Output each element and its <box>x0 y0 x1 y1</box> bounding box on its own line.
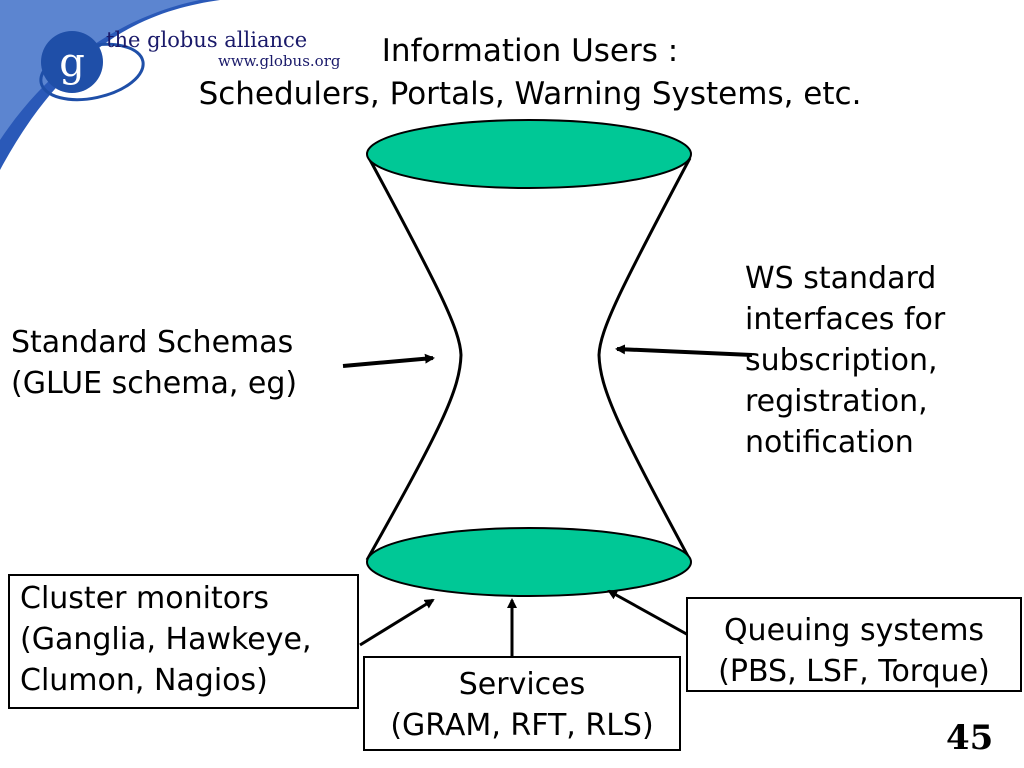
title-line-2: Schedulers, Portals, Warning Systems, et… <box>198 76 862 112</box>
arrow-cluster-monitors <box>359 598 435 647</box>
ws-interfaces-label: WS standard interfaces for subscription,… <box>745 258 945 463</box>
services-line-1: Services <box>458 667 586 702</box>
services-box: Services (GRAM, RFT, RLS) <box>363 656 681 751</box>
queuing-systems-box: Queuing systems (PBS, LSF, Torque) <box>686 597 1022 692</box>
standard-schemas-line-2: (GLUE schema, eg) <box>11 366 298 401</box>
logo-url: www.globus.org <box>218 52 341 70</box>
logo-glyph: g <box>59 40 85 86</box>
hourglass-left-side <box>365 157 463 561</box>
hourglass-bottom-ellipse <box>366 527 692 597</box>
standard-schemas-label: Standard Schemas (GLUE schema, eg) <box>11 322 297 404</box>
cluster-monitors-line-3: Clumon, Nagios) <box>20 663 268 698</box>
arrow-ws-interfaces <box>615 344 753 357</box>
hourglass-right-side <box>597 157 692 561</box>
arrow-queuing-systems <box>607 589 693 639</box>
ws-interfaces-line-1: WS standard <box>745 261 937 296</box>
globus-logo-icon: g <box>39 31 145 102</box>
standard-schemas-line-1: Standard Schemas <box>11 325 294 360</box>
ws-interfaces-line-3: subscription, <box>745 343 938 378</box>
queuing-systems-line-2: (PBS, LSF, Torque) <box>718 654 990 689</box>
arrow-schemas <box>342 353 435 368</box>
cluster-monitors-line-2: (Ganglia, Hawkeye, <box>20 622 312 657</box>
cluster-monitors-box: Cluster monitors (Ganglia, Hawkeye, Clum… <box>8 574 359 709</box>
page-number: 45 <box>946 718 994 758</box>
queuing-systems-line-1: Queuing systems <box>723 613 985 648</box>
ws-interfaces-line-2: interfaces for <box>745 302 946 337</box>
cluster-monitors-line-1: Cluster monitors <box>20 581 270 616</box>
ws-interfaces-line-5: notification <box>745 425 914 460</box>
hourglass-top-ellipse <box>366 119 692 189</box>
logo-swoosh-light <box>0 0 200 140</box>
ws-interfaces-line-4: registration, <box>745 384 928 419</box>
title-line-1: Information Users : <box>381 33 679 69</box>
logo-name: the globus alliance <box>106 28 308 52</box>
services-line-2: (GRAM, RFT, RLS) <box>390 708 654 743</box>
